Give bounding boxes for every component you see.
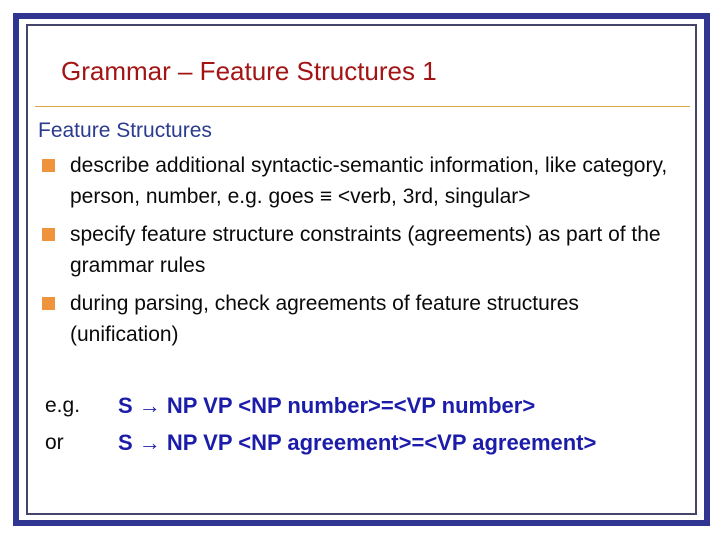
section-heading: Feature Structures <box>38 119 212 142</box>
example-label: e.g. <box>45 394 81 417</box>
bullet-item: describe additional syntactic-semantic i… <box>40 150 692 212</box>
bullet-text: describe additional syntactic-semantic i… <box>70 154 668 208</box>
example-row: e.g. S → NP VP <NP number>=<VP number> <box>45 391 596 421</box>
bullet-text: specify feature structure constraints (a… <box>70 223 661 277</box>
bullet-list: describe additional syntactic-semantic i… <box>40 150 692 357</box>
slide-title: Grammar – Feature Structures 1 <box>61 56 437 86</box>
slide-inner-border <box>26 24 697 515</box>
example-rule: S → NP VP <NP agreement>=<VP agreement> <box>118 430 597 455</box>
square-bullet-icon <box>42 159 55 172</box>
example-label: or <box>45 431 64 454</box>
example-row: or S → NP VP <NP agreement>=<VP agreemen… <box>45 428 596 458</box>
slide-outer-border <box>13 13 710 526</box>
title-divider-line <box>35 106 690 107</box>
square-bullet-icon <box>42 228 55 241</box>
bullet-item: specify feature structure constraints (a… <box>40 219 692 281</box>
example-rule: S → NP VP <NP number>=<VP number> <box>118 393 536 418</box>
bullet-item: during parsing, check agreements of feat… <box>40 288 692 350</box>
bullet-text: during parsing, check agreements of feat… <box>70 292 579 346</box>
examples-block: e.g. S → NP VP <NP number>=<VP number> o… <box>45 391 596 465</box>
square-bullet-icon <box>42 297 55 310</box>
